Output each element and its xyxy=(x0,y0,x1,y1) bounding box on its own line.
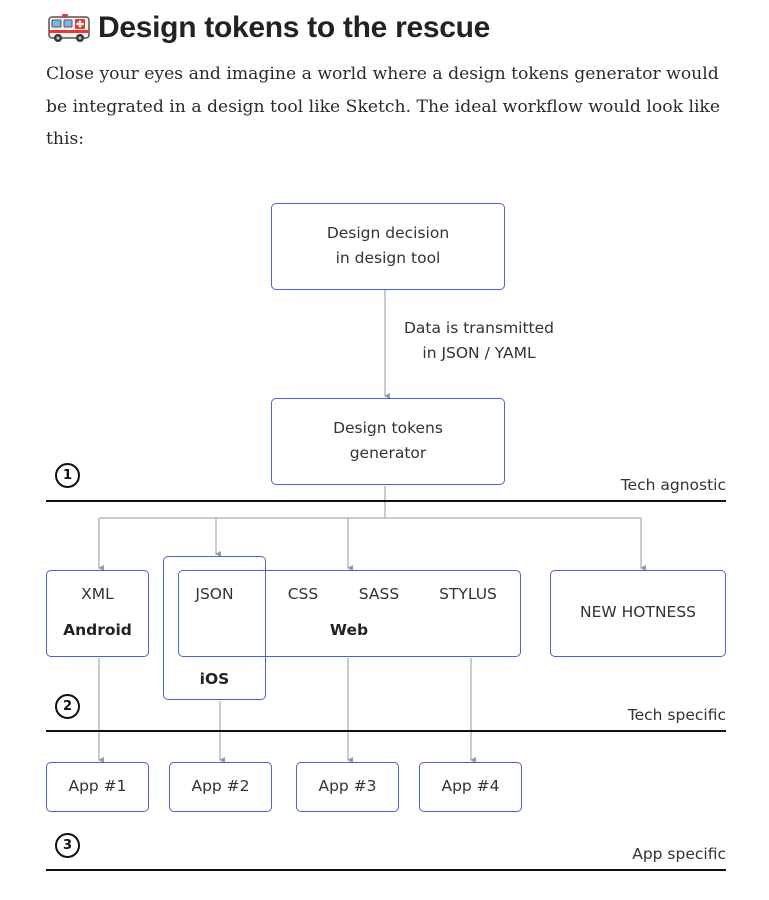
app-3-label: App #3 xyxy=(318,777,377,795)
transmit-note-line-1: Data is transmitted xyxy=(403,319,555,337)
ambulance-icon xyxy=(48,14,90,42)
format-xml: XML xyxy=(81,585,114,603)
tier-3-rule xyxy=(46,869,726,871)
section-title: Design tokens to the rescue xyxy=(98,11,491,44)
format-json: JSON xyxy=(195,585,234,603)
transmit-note-line-2: in JSON / YAML xyxy=(422,344,536,362)
web-box xyxy=(178,570,521,657)
design-decision-box xyxy=(271,203,505,290)
tier-2-rule xyxy=(46,730,726,732)
tier-3-badge: 3 xyxy=(55,833,80,858)
design-decision-line-1: Design decision xyxy=(326,224,450,242)
tier-1-badge: 1 xyxy=(55,463,80,488)
app-4-label: App #4 xyxy=(441,777,500,795)
android-box xyxy=(46,570,149,657)
generator-box xyxy=(271,398,505,485)
app-2-box xyxy=(169,762,272,812)
format-sass: SASS xyxy=(358,585,400,603)
platform-android: Android xyxy=(63,621,132,639)
generator-line-2: generator xyxy=(349,444,427,462)
tier-1-label: Tech agnostic xyxy=(620,476,726,494)
app-2-label: App #2 xyxy=(191,777,250,795)
new-hotness-box xyxy=(550,570,726,657)
app-1-label: App #1 xyxy=(68,777,127,795)
platform-web: Web xyxy=(329,621,369,639)
app-1-box xyxy=(46,762,149,812)
format-stylus: STYLUS xyxy=(439,585,497,603)
ios-box xyxy=(163,556,266,700)
format-css: CSS xyxy=(287,585,319,603)
intro-paragraph: Close your eyes and imagine a world wher… xyxy=(46,64,721,149)
section-heading: Design tokens to the rescue xyxy=(48,8,490,48)
tier-2-badge: 2 xyxy=(55,694,80,719)
tier-3-label: App specific xyxy=(632,845,726,863)
app-3-box xyxy=(296,762,399,812)
design-decision-line-2: in design tool xyxy=(335,249,441,267)
tier-2-label: Tech specific xyxy=(627,706,726,724)
generator-line-1: Design tokens xyxy=(333,419,443,437)
app-4-box xyxy=(419,762,522,812)
format-new-hotness: NEW HOTNESS xyxy=(579,603,697,621)
tier-1-rule xyxy=(46,500,726,502)
platform-ios: iOS xyxy=(199,670,230,688)
